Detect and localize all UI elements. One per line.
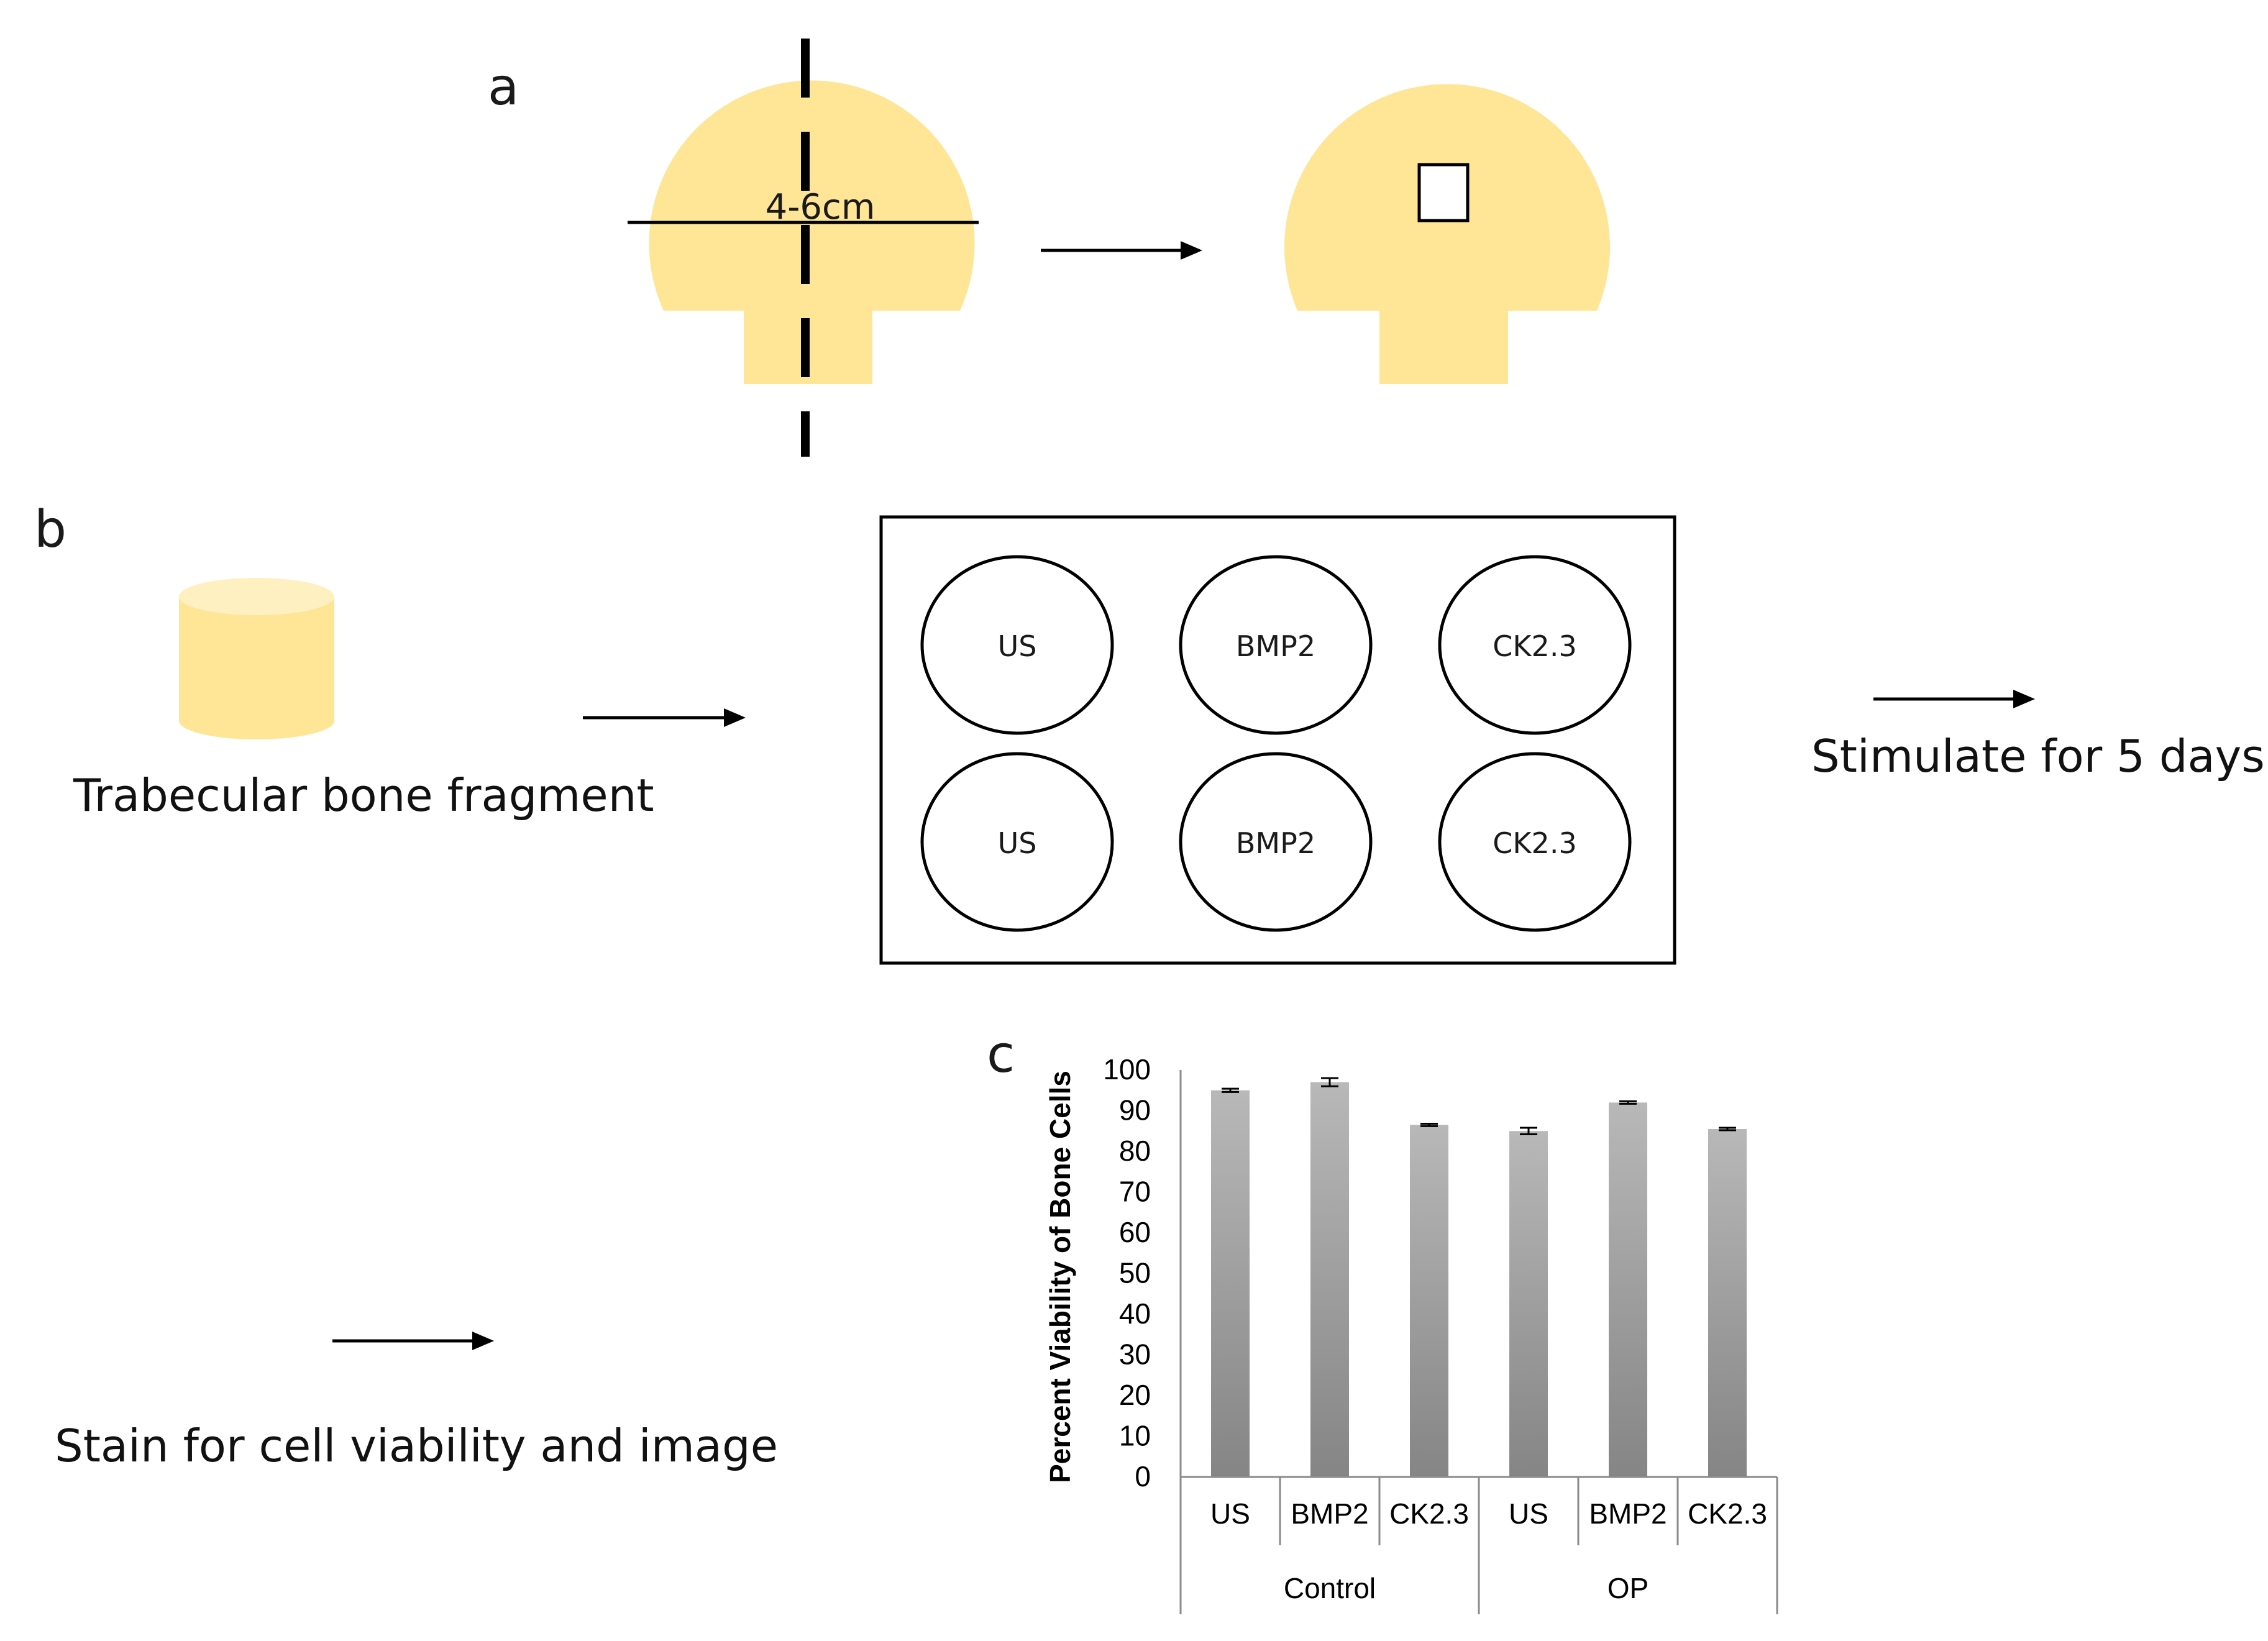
bar (1708, 1128, 1747, 1477)
well-label: BMP2 (1236, 629, 1315, 663)
x-tick-label: BMP2 (1589, 1497, 1667, 1530)
panel-a-label: a (488, 58, 519, 117)
femoral-head-right (1284, 84, 1610, 384)
bar (1509, 1131, 1548, 1477)
cylinder-top (179, 578, 334, 615)
y-tick-label: 100 (1103, 1053, 1151, 1086)
y-tick-label: 70 (1119, 1176, 1151, 1208)
well-label: BMP2 (1236, 826, 1315, 860)
bar (1310, 1082, 1349, 1477)
fragment-caption: Trabecular bone fragment (73, 769, 654, 821)
y-tick-label: 0 (1135, 1460, 1151, 1492)
well-label: US (998, 826, 1037, 860)
well: US (920, 752, 1114, 932)
arrow-a-head (1181, 241, 1202, 260)
y-tick-label: 20 (1119, 1379, 1151, 1411)
well-outline (920, 752, 1114, 932)
x-tick-label: US (1210, 1497, 1250, 1530)
well: BMP2 (1179, 555, 1373, 735)
x-tick-label: US (1509, 1497, 1548, 1530)
well-label: CK2.3 (1493, 629, 1576, 663)
y-tick-label: 10 (1119, 1420, 1151, 1452)
well: CK2.3 (1438, 752, 1632, 932)
y-tick-label: 80 (1119, 1135, 1151, 1167)
well: US (920, 555, 1114, 735)
well-outline (1179, 752, 1373, 932)
well-plate (879, 515, 1676, 965)
well: CK2.3 (1438, 555, 1632, 735)
measure-label: 4-6cm (766, 187, 876, 227)
femoral-head-left-shape (649, 80, 975, 385)
well-outline (1179, 555, 1373, 735)
panel-b-label: b (34, 500, 66, 559)
x-tick-label: CK2.3 (1688, 1497, 1767, 1530)
bar (1211, 1090, 1250, 1477)
bar (1410, 1125, 1448, 1477)
well-label: US (998, 629, 1037, 663)
cylinder-bottom (179, 702, 334, 739)
y-axis-title: Percent Viability of Bone Cells (1044, 1071, 1076, 1483)
well-outline (920, 555, 1114, 735)
cylinder-body (179, 597, 334, 721)
bone-fragment-cylinder-icon (179, 578, 334, 739)
femoral-head-right-shape (1284, 84, 1610, 384)
stain-caption: Stain for cell viability and image (55, 1420, 778, 1472)
group-label: Control (1284, 1572, 1376, 1604)
group-label: OP (1607, 1572, 1648, 1604)
y-tick-label: 60 (1119, 1216, 1151, 1248)
y-tick-label: 90 (1119, 1094, 1151, 1127)
femoral-head-left: 4-6cm (628, 39, 979, 457)
sample-square (1417, 163, 1470, 222)
arrow-b2-head (2013, 690, 2035, 708)
arrow-b1-head (724, 708, 746, 727)
well-outline (1438, 555, 1632, 735)
panel-c-label: c (987, 1025, 1015, 1084)
well: BMP2 (1179, 752, 1373, 932)
y-tick-label: 50 (1119, 1257, 1151, 1289)
y-tick-label: 30 (1119, 1338, 1151, 1371)
x-tick-label: CK2.3 (1389, 1497, 1469, 1530)
x-tick-label: BMP2 (1291, 1497, 1368, 1530)
bar (1609, 1102, 1647, 1477)
well-outline (1438, 752, 1632, 932)
stimulate-caption: Stimulate for 5 days (1811, 730, 2265, 782)
well-label: CK2.3 (1493, 826, 1576, 860)
y-tick-label: 40 (1119, 1297, 1151, 1330)
arrow-b3-head (472, 1332, 494, 1350)
